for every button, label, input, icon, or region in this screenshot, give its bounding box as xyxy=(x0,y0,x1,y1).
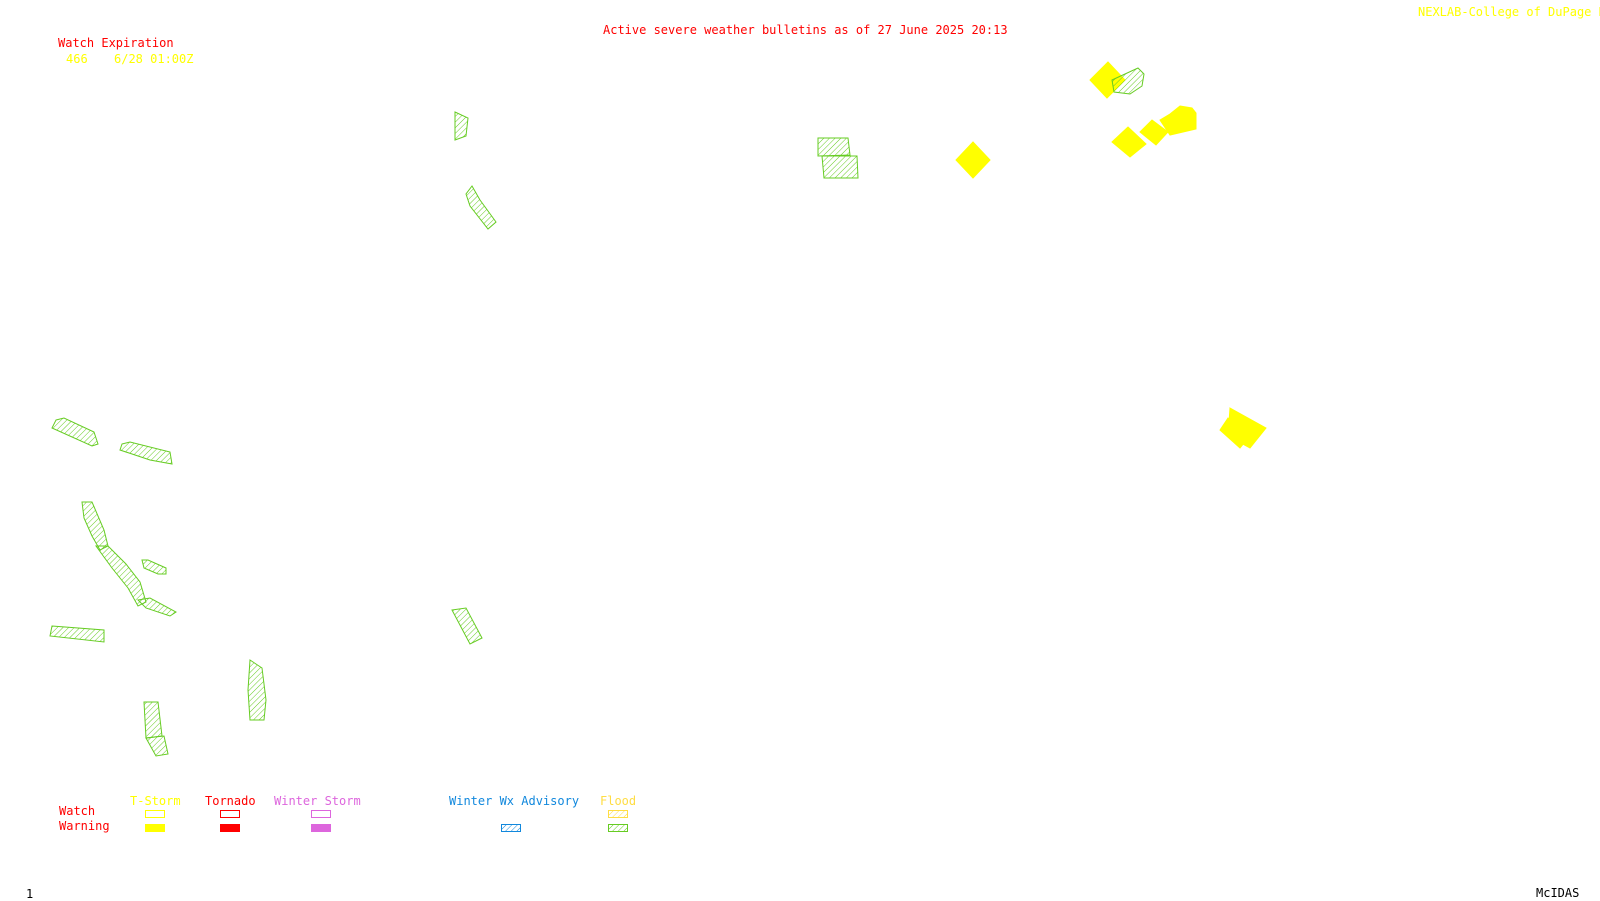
legend-tstorm-warning-swatch xyxy=(145,824,165,832)
flood-warning-polygon[interactable] xyxy=(145,735,169,757)
legend-col-winter-storm: Winter Storm xyxy=(274,794,361,808)
flood-warning-polygon[interactable] xyxy=(451,607,483,645)
watch-expires-time: 6/28 01:00Z xyxy=(114,52,194,66)
legend-tstorm-watch-swatch xyxy=(145,810,165,818)
page-title: Active severe weather bulletins as of 27… xyxy=(603,23,1008,37)
software-label: McIDAS xyxy=(1536,886,1580,900)
legend-col-flood: Flood xyxy=(600,794,637,808)
flood-warning-polygon[interactable] xyxy=(143,701,163,739)
legend-winter-storm-watch-swatch xyxy=(311,810,331,818)
legend-flood-warning-swatch xyxy=(608,824,628,832)
flood-warning-polygon[interactable] xyxy=(247,659,267,721)
tstorm-warning-polygon[interactable] xyxy=(1159,105,1197,136)
flood-warning-polygon[interactable] xyxy=(136,597,177,617)
flood-warning-polygon[interactable] xyxy=(817,137,851,157)
legend-col-tornado: Tornado xyxy=(205,794,256,808)
flood-warning-polygon[interactable] xyxy=(51,417,99,447)
legend-row-warning: Warning xyxy=(59,819,110,833)
watch-expiration-heading: Watch Expiration xyxy=(58,36,174,50)
legend-winter-storm-warning-swatch xyxy=(311,824,331,832)
flood-warning-polygon[interactable] xyxy=(465,185,497,230)
flood-warnings xyxy=(49,67,1145,757)
flood-warning-polygon[interactable] xyxy=(821,155,859,179)
tstorm-warning-polygon[interactable] xyxy=(1219,417,1249,449)
legend-flood-watch-swatch xyxy=(608,810,628,818)
watch-number: 466 xyxy=(66,52,88,66)
legend-tornado-warning-swatch xyxy=(220,824,240,832)
flood-warning-polygon[interactable] xyxy=(95,545,147,607)
tstorm-warning-polygon[interactable] xyxy=(1139,119,1169,146)
tstorm-warning-polygon[interactable] xyxy=(1111,126,1147,158)
legend-row-watch: Watch xyxy=(59,804,96,818)
flood-warning-polygon[interactable] xyxy=(81,501,109,551)
tstorm-warnings xyxy=(955,61,1267,449)
frame-number: 1 xyxy=(26,887,34,901)
flood-warning-polygon[interactable] xyxy=(141,559,167,575)
legend-col-winter-wx-advisory: Winter Wx Advisory xyxy=(449,794,580,808)
flood-warning-polygon[interactable] xyxy=(119,441,173,465)
legend-col-tstorm: T-Storm xyxy=(130,794,181,808)
flood-warning-polygon[interactable] xyxy=(49,625,105,643)
flood-warning-polygon[interactable] xyxy=(1111,67,1145,95)
tstorm-warning-polygon[interactable] xyxy=(955,141,991,179)
tstorm-warning-polygon[interactable] xyxy=(1089,61,1126,99)
credit-text: NEXLAB-College of DuPage R xyxy=(1418,5,1600,19)
legend-winter-wx-advisory-swatch xyxy=(501,824,521,832)
legend-tornado-watch-swatch xyxy=(220,810,240,818)
flood-warning-polygon[interactable] xyxy=(454,111,469,141)
